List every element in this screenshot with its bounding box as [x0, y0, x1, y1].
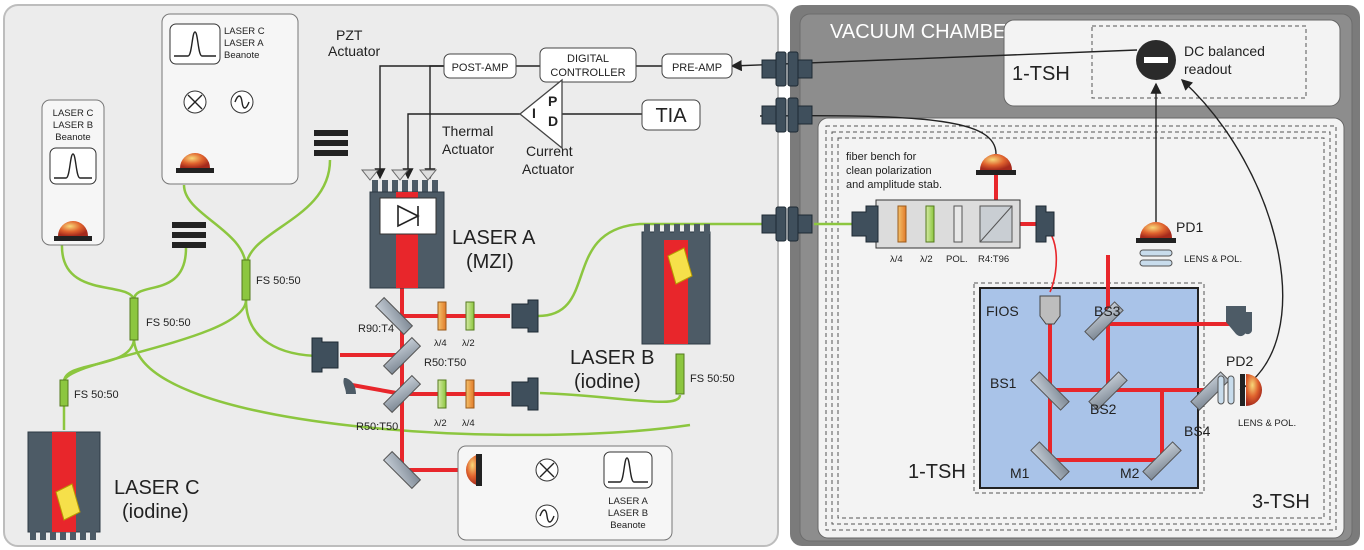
- fs4-label: FS 50:50: [690, 373, 735, 385]
- beatnote-cb: LASER C LASER B Beanote: [41, 99, 105, 246]
- fs3-label: FS 50:50: [74, 389, 119, 401]
- laser-b-label-1: LASER B: [570, 347, 654, 369]
- bs1-label: BS1: [990, 375, 1017, 391]
- post-amp-label: POST-AMP: [452, 62, 509, 74]
- beat-ca-line1: LASER C: [224, 26, 265, 37]
- fb-pol-label: POL.: [946, 254, 968, 265]
- fiber-splitters: FS 50:50 FS 50:50 FS 50:50 FS 50:50: [59, 259, 735, 407]
- laser-a: LASER A (MZI): [360, 169, 536, 289]
- fiber-bench-line3: and amplitude stab.: [846, 179, 942, 191]
- beat-ab-line2: LASER B: [608, 508, 648, 519]
- digital-controller-box: [539, 47, 637, 83]
- fiber-bench-line2: clean polarization: [846, 165, 932, 177]
- beat-ab-line1: LASER A: [608, 496, 648, 507]
- digital-label-2: CONTROLLER: [550, 67, 625, 79]
- bs4-label: BS4: [1184, 423, 1211, 439]
- pd1-label: PD1: [1176, 219, 1203, 235]
- bs2-label: BS2: [1090, 401, 1117, 417]
- beat-ab-line3: Beanote: [610, 520, 645, 531]
- pzt-label-1: PZT: [336, 27, 363, 43]
- fb-l2-label: λ/2: [920, 254, 933, 265]
- beat-ca-line2: LASER A: [224, 38, 264, 49]
- fb-l4-label: λ/4: [890, 254, 903, 265]
- bs3-label: BS3: [1094, 303, 1121, 319]
- laser-b-label-2: (iodine): [574, 371, 641, 393]
- interferometer-optics: FIOS BS3 BS1 BS2 BS4 M1 M2: [986, 295, 1252, 481]
- fiber-bench: fiber bench for clean polarization and a…: [846, 151, 1055, 265]
- tia-label: TIA: [655, 105, 687, 127]
- electronics: PZT Actuator POST-AMP DIGITAL CONTROLLER…: [328, 27, 733, 177]
- fb-r4-label: R4:T96: [978, 254, 1009, 265]
- fiber-fs1-top-right: [132, 247, 188, 301]
- beat-ca-line3: Beanote: [224, 50, 259, 61]
- feedthrough-1: [761, 51, 813, 87]
- inner-tsh-label: 1-TSH: [908, 461, 966, 483]
- pid-i: I: [532, 105, 536, 121]
- fs2-label: FS 50:50: [256, 275, 301, 287]
- current-label-2: Actuator: [522, 161, 574, 177]
- laser-c-label-1: LASER C: [114, 477, 200, 499]
- pd2-label: PD2: [1226, 353, 1253, 369]
- laser-c: LASER C (iodine): [27, 431, 200, 540]
- vacuum-feedthroughs: [761, 51, 813, 242]
- l4a-label: λ/4: [434, 338, 447, 349]
- fiber-c-beat-cb: [60, 243, 136, 301]
- readout-label-2: readout: [1184, 61, 1232, 77]
- r90-label: R90:T4: [358, 323, 394, 335]
- feedthrough-3: [761, 206, 813, 242]
- lens-pol1-label: LENS & POL.: [1184, 254, 1242, 265]
- l2b-label: λ/2: [434, 418, 447, 429]
- current-label-1: Current: [526, 143, 573, 159]
- pid-p: P: [548, 93, 557, 109]
- chamber-title: VACUUM CHAMBER: [830, 21, 1021, 43]
- lens-pol2-label: LENS & POL.: [1238, 418, 1296, 429]
- post-amp-box: [443, 53, 517, 79]
- laser-b: LASER B (iodine): [570, 224, 711, 393]
- bench-optics: R90:T4 R50:T50 R50:T50 λ/4 λ/2 λ/2 λ/4: [311, 296, 539, 490]
- readout-tsh-label: 1-TSH: [1012, 63, 1070, 85]
- fiber-bench-line1: fiber bench for: [846, 151, 917, 163]
- thermal-label-2: Actuator: [442, 141, 494, 157]
- pre-amp-label: PRE-AMP: [672, 62, 722, 74]
- laser-c-label-2: (iodine): [122, 501, 189, 523]
- l4b-label: λ/4: [462, 418, 475, 429]
- pre-amp-box: [661, 53, 733, 79]
- thermal-label-1: Thermal: [442, 123, 493, 139]
- pid-amplifier: [518, 78, 563, 150]
- m2-label: M2: [1120, 465, 1140, 481]
- fiber-terminators: [172, 130, 348, 248]
- pid-d: D: [548, 113, 558, 129]
- l2a-label: λ/2: [462, 338, 475, 349]
- digital-label-1: DIGITAL: [567, 53, 609, 65]
- vacuum-chamber: VACUUM CHAMBER 1-TSH 3-TSH: [790, 5, 1360, 546]
- tia-box: [641, 99, 701, 131]
- fs1-label: FS 50:50: [146, 317, 191, 329]
- pzt-label-2: Actuator: [328, 43, 380, 59]
- readout-label-1: DC balanced: [1184, 43, 1265, 59]
- r50b-label: R50:T50: [356, 421, 398, 433]
- beat-cb-line2: LASER B: [53, 120, 93, 131]
- fios-label: FIOS: [986, 303, 1019, 319]
- beat-cb-line3: Beanote: [55, 132, 90, 143]
- m1-label: M1: [1010, 465, 1030, 481]
- laser-a-label-1: LASER A: [452, 227, 536, 249]
- laser-a-label-2: (MZI): [466, 251, 514, 273]
- outer-tsh-label: 3-TSH: [1252, 491, 1310, 513]
- beat-cb-line1: LASER C: [53, 108, 94, 119]
- balanced-readout: DC balanced readout: [1136, 40, 1265, 80]
- r50a-label: R50:T50: [424, 357, 466, 369]
- beatnote-ca: LASER C LASER A Beanote: [161, 13, 299, 185]
- feedthrough-2: [761, 97, 813, 133]
- beatnote-ab: LASER A LASER B Beanote: [457, 445, 673, 541]
- photodetectors: PD1 LENS & POL. PD2 LENS & POL.: [1136, 219, 1296, 429]
